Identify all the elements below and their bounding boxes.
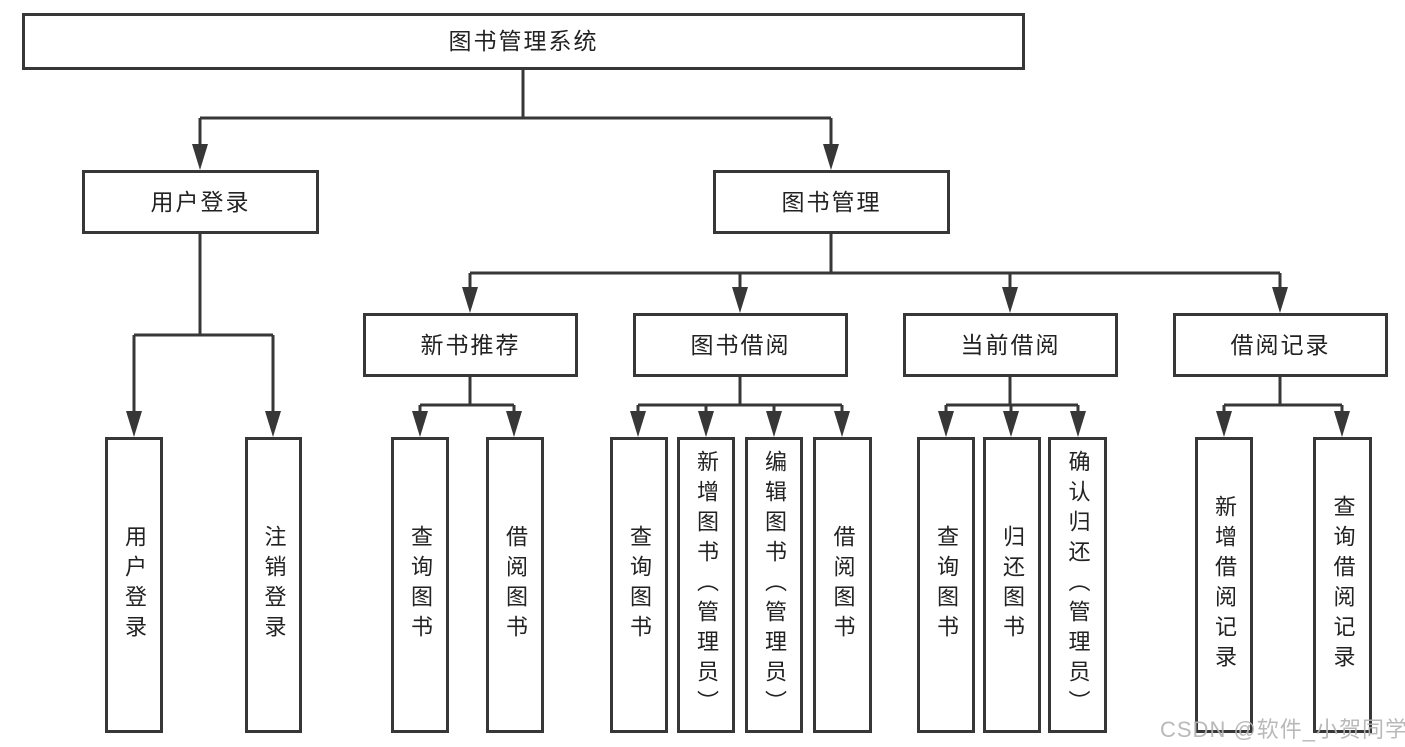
csdn-watermark: CSDN @软件_小贺同学 xyxy=(1160,717,1405,742)
connector-paths xyxy=(132,70,1344,420)
arrow-icon xyxy=(192,144,208,170)
arrow-icon xyxy=(1216,411,1232,437)
connector-mgmt-to-groups xyxy=(468,234,1282,293)
arrow-heads xyxy=(126,144,1350,437)
connector-root-to-level2 xyxy=(198,70,833,150)
leaf-return-book: 归还图书 xyxy=(983,437,1041,733)
arrow-icon xyxy=(698,411,714,437)
arrow-icon xyxy=(834,411,850,437)
node-root-title: 图书管理系统 xyxy=(22,13,1025,70)
node-book-management-branch: 图书管理 xyxy=(713,170,950,234)
arrow-icon xyxy=(823,144,839,170)
leaf-query-borrow-record: 查询借阅记录 xyxy=(1313,437,1372,733)
node-user-login-branch: 用户登录 xyxy=(82,170,319,234)
arrow-icon xyxy=(126,411,142,437)
connector-group4-to-leaves xyxy=(1222,377,1344,420)
leaf-confirm-return-admin: 确认归还（管理员） xyxy=(1048,437,1107,733)
arrow-icon xyxy=(1003,411,1019,437)
node-current-borrow: 当前借阅 xyxy=(903,313,1118,377)
arrow-icon xyxy=(462,287,478,313)
arrow-icon xyxy=(506,411,522,437)
arrow-icon xyxy=(1002,287,1018,313)
node-borrow-records: 借阅记录 xyxy=(1173,313,1388,377)
connector-user-to-leaves xyxy=(132,234,275,420)
leaf-query-books-recommend: 查询图书 xyxy=(391,437,449,733)
node-new-book-recommend: 新书推荐 xyxy=(363,313,578,377)
arrow-icon xyxy=(766,411,782,437)
connector-group2-to-leaves xyxy=(636,377,844,420)
leaf-logout: 注销登录 xyxy=(245,437,302,733)
leaf-add-book-admin: 新增图书（管理员） xyxy=(677,437,735,733)
arrow-icon xyxy=(1334,411,1350,437)
arrow-icon xyxy=(1070,411,1086,437)
arrow-icon xyxy=(412,411,428,437)
leaf-add-borrow-record: 新增借阅记录 xyxy=(1195,437,1253,733)
leaf-borrow-books: 借阅图书 xyxy=(813,437,872,733)
leaf-edit-book-admin: 编辑图书（管理员） xyxy=(745,437,803,733)
arrow-icon xyxy=(630,411,646,437)
arrow-icon xyxy=(265,411,281,437)
leaf-borrow-books-recommend: 借阅图书 xyxy=(486,437,544,733)
leaf-query-books-current: 查询图书 xyxy=(917,437,975,733)
leaf-user-login: 用户登录 xyxy=(105,437,163,733)
arrow-icon xyxy=(1272,287,1288,313)
leaf-query-books-borrow: 查询图书 xyxy=(610,437,668,733)
arrow-icon xyxy=(732,287,748,313)
connector-group1-to-leaves xyxy=(418,377,516,420)
arrow-icon xyxy=(938,411,954,437)
node-book-borrow: 图书借阅 xyxy=(633,313,848,377)
